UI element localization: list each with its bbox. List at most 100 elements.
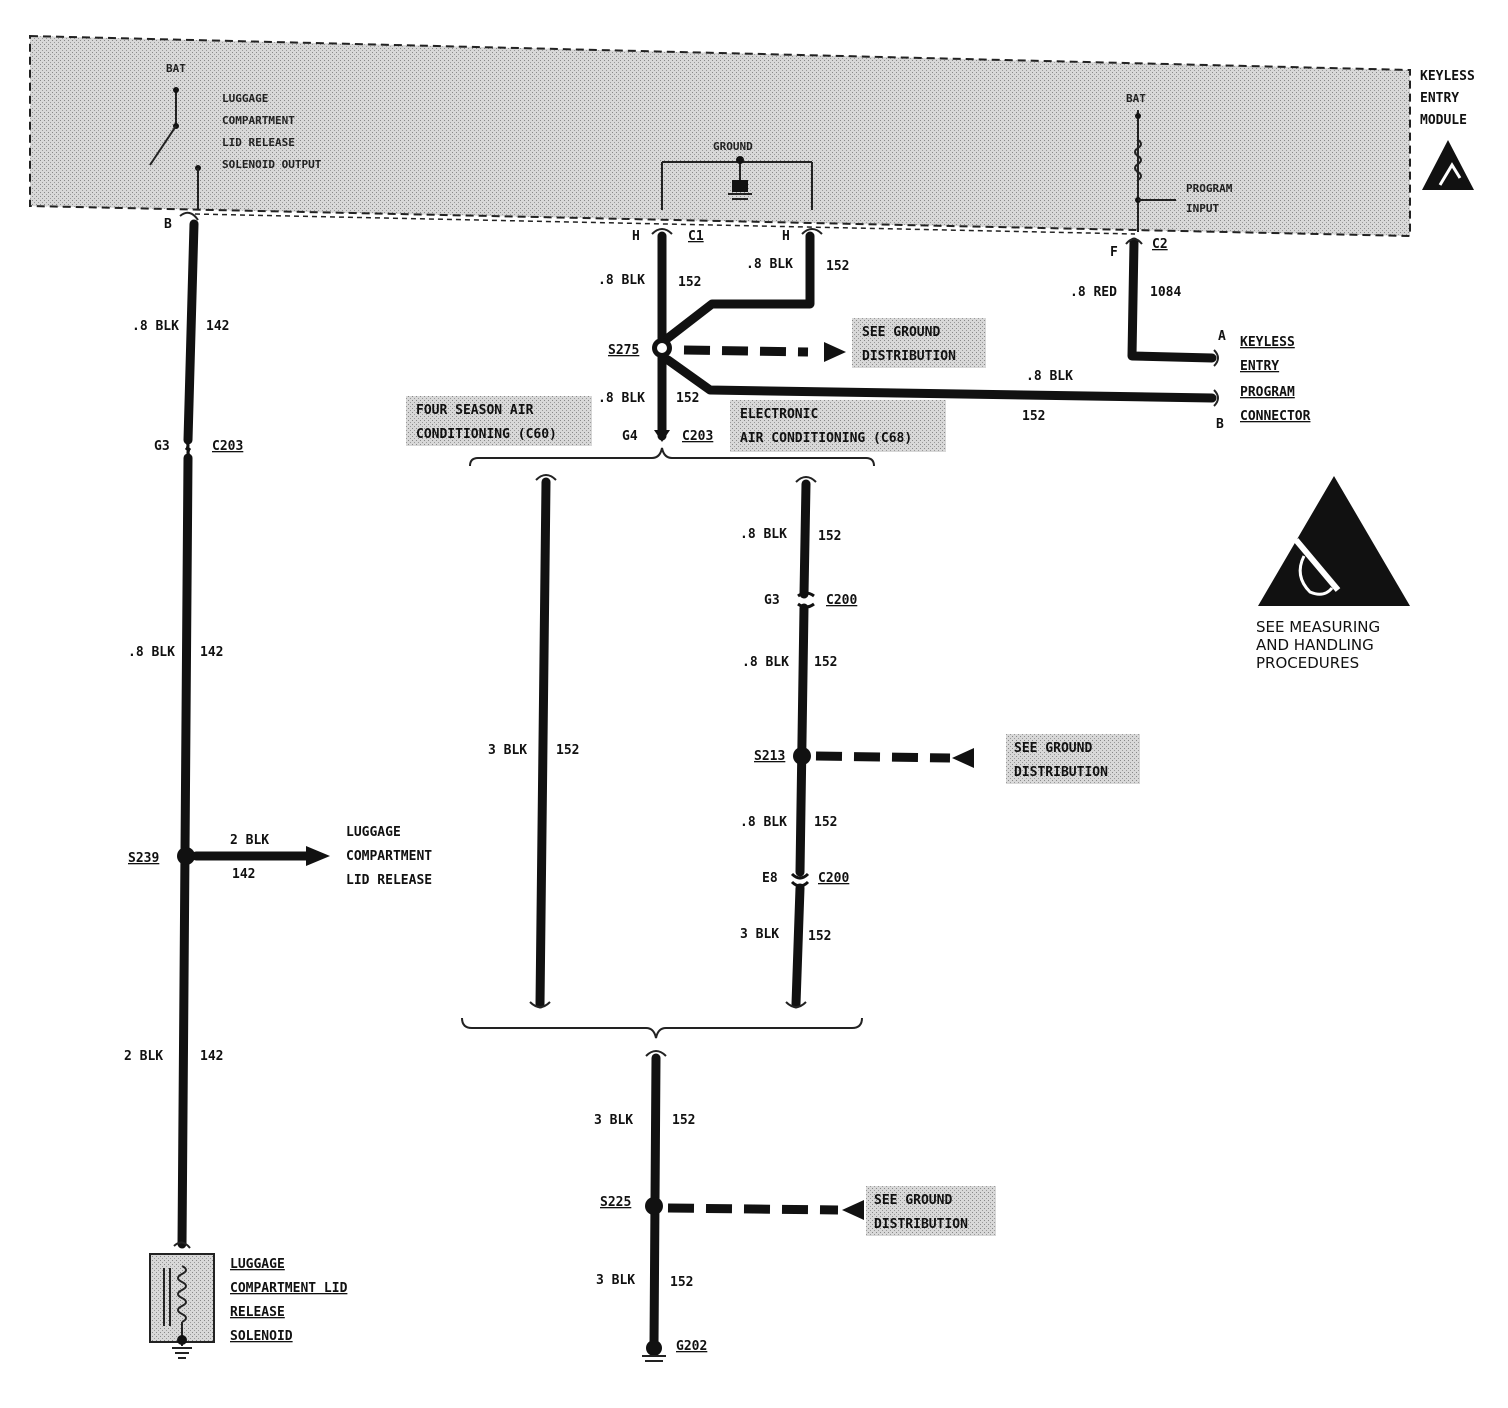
- conn-pin-b: B: [1216, 417, 1224, 432]
- w142-branch-gauge: 2 BLK: [230, 833, 269, 848]
- see-ground-1-box: [852, 318, 986, 368]
- conn-g3-left: G3: [154, 439, 170, 454]
- keyless-entry-module: [29, 34, 1411, 238]
- w142-branch-num: 142: [232, 867, 255, 882]
- w142-c-num: 142: [200, 1049, 223, 1064]
- splice-s225: S225: [600, 1195, 631, 1210]
- electronic-ac-box: [730, 400, 946, 452]
- lid-release-1: LUGGAGE: [346, 825, 401, 840]
- electronic-ac-1: ELECTRONIC: [740, 407, 818, 422]
- w142-c-gauge: 2 BLK: [124, 1049, 163, 1064]
- module-name-3: MODULE: [1420, 113, 1467, 128]
- splice-s275: S275: [608, 343, 639, 358]
- circuit-152-lower: [642, 1050, 864, 1362]
- arrow-lid-release: [306, 846, 330, 866]
- pin-b: B: [164, 217, 172, 232]
- solenoid-3: RELEASE: [230, 1305, 285, 1320]
- electronic-ac-2: AIR CONDITIONING (C68): [740, 431, 912, 446]
- pin-h1: H: [632, 229, 640, 244]
- conn-g4: G4: [622, 429, 638, 444]
- conn-g3-right: G3: [764, 593, 780, 608]
- conn-c203-mid: C203: [682, 429, 713, 444]
- conn-c203-left: C203: [212, 439, 243, 454]
- program-conn-4: CONNECTOR: [1240, 409, 1311, 424]
- circuit-152-options: [529, 474, 974, 1009]
- see-ground-1-a: SEE GROUND: [862, 325, 940, 340]
- pin-f: F: [1110, 245, 1118, 260]
- bat-right-label: BAT: [1126, 92, 1146, 105]
- conn-c200-b: C200: [818, 871, 849, 886]
- conn-c200-a: C200: [826, 593, 857, 608]
- w152-low-a-gauge: 3 BLK: [594, 1113, 633, 1128]
- circuit-142: [177, 211, 330, 1249]
- w152-c60-gauge: 3 BLK: [488, 743, 527, 758]
- four-season-2: CONDITIONING (C60): [416, 427, 557, 442]
- see-ground-2-box: [1006, 734, 1140, 784]
- lid-release-2: COMPARTMENT: [346, 849, 432, 864]
- w142-b-gauge: .8 BLK: [128, 645, 175, 660]
- ground-g202: G202: [676, 1339, 707, 1354]
- see-ground-2-b: DISTRIBUTION: [1014, 765, 1108, 780]
- w152-c68-a-num: 152: [818, 529, 841, 544]
- lid-release-solenoid-icon: [149, 1241, 215, 1359]
- w1084-gauge: .8 RED: [1070, 285, 1117, 300]
- program-input-1: PROGRAM: [1186, 182, 1233, 195]
- program-input-2: INPUT: [1186, 202, 1219, 215]
- module-ground: [661, 156, 813, 210]
- option-brace-top: [469, 447, 875, 467]
- esd-warning-icon: [1258, 476, 1410, 606]
- w152-c68-a-gauge: .8 BLK: [740, 527, 787, 542]
- module-name-2: ENTRY: [1420, 91, 1459, 106]
- solenoid-output-1: LUGGAGE: [222, 92, 268, 105]
- pin-h2: H: [782, 229, 790, 244]
- w142-b-num: 142: [200, 645, 223, 660]
- program-conn-3: PROGRAM: [1240, 385, 1295, 400]
- see-ground-1-b: DISTRIBUTION: [862, 349, 956, 364]
- splice-s213-dot: [793, 747, 811, 765]
- w152-h2-num: 152: [826, 259, 849, 274]
- w152-low-b-gauge: 3 BLK: [596, 1273, 635, 1288]
- program-conn-1: KEYLESS: [1240, 335, 1295, 350]
- solenoid-output-3: LID RELEASE: [222, 136, 295, 149]
- four-season-box: [406, 396, 592, 446]
- four-season-1: FOUR SEASON AIR: [416, 403, 534, 418]
- splice-s239: S239: [128, 851, 159, 866]
- w152-h2-gauge: .8 BLK: [746, 257, 793, 272]
- solenoid-4: SOLENOID: [230, 1329, 293, 1344]
- esd-caption-2: AND HANDLING: [1256, 636, 1374, 654]
- w152-low-a-num: 152: [672, 1113, 695, 1128]
- w152-c68-d-num: 152: [808, 929, 831, 944]
- esd-caption-3: PROCEDURES: [1256, 654, 1359, 672]
- ground-label: GROUND: [713, 140, 753, 153]
- see-ground-3-b: DISTRIBUTION: [874, 1217, 968, 1232]
- w152-s275-gauge: .8 BLK: [598, 391, 645, 406]
- module-name-1: KEYLESS: [1420, 69, 1475, 84]
- pin-c1: C1: [688, 229, 704, 244]
- w142-a-num: 142: [206, 319, 229, 334]
- w152-conn-gauge: .8 BLK: [1026, 369, 1073, 384]
- splice-s239-dot: [177, 847, 195, 865]
- esd-small-icon: [1422, 140, 1474, 190]
- see-ground-2-a: SEE GROUND: [1014, 741, 1092, 756]
- w142-a-gauge: .8 BLK: [132, 319, 179, 334]
- w152-h1-num: 152: [678, 275, 701, 290]
- splice-s213: S213: [754, 749, 785, 764]
- w152-c68-c-num: 152: [814, 815, 837, 830]
- program-conn-2: ENTRY: [1240, 359, 1279, 374]
- solenoid-output-4: SOLENOID OUTPUT: [222, 158, 322, 171]
- w1084-num: 1084: [1150, 285, 1181, 300]
- solenoid-1: LUGGAGE: [230, 1257, 285, 1272]
- conn-pin-a: A: [1218, 329, 1226, 344]
- w152-low-b-num: 152: [670, 1275, 693, 1290]
- option-brace-bottom: [461, 1017, 863, 1039]
- lid-release-3: LID RELEASE: [346, 873, 432, 888]
- w152-c68-b-num: 152: [814, 655, 837, 670]
- esd-caption-1: SEE MEASURING: [1256, 618, 1380, 636]
- program-input-circuit: [1134, 110, 1176, 232]
- w152-c68-c-gauge: .8 BLK: [740, 815, 787, 830]
- w152-h1-gauge: .8 BLK: [598, 273, 645, 288]
- solenoid-2: COMPARTMENT LID: [230, 1281, 348, 1296]
- w152-c68-b-gauge: .8 BLK: [742, 655, 789, 670]
